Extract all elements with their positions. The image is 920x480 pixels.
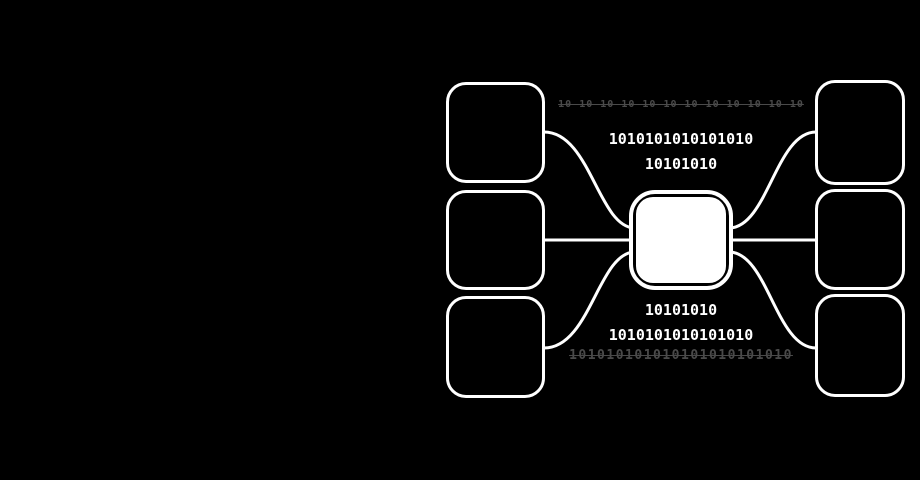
connector-right-bottom (728, 250, 818, 350)
hub-node (629, 190, 733, 290)
right-node-3 (815, 294, 905, 397)
connector-left-top (542, 130, 636, 230)
left-node-1 (446, 82, 545, 183)
binary-row-top-short: 10101010 (644, 155, 718, 173)
left-node-3 (446, 296, 545, 398)
hub-node-inner (636, 197, 726, 283)
binary-row-top-long: 1010101010101010 (608, 130, 754, 148)
binary-row-bottom-long: 1010101010101010 (608, 326, 754, 344)
right-node-2 (815, 189, 905, 290)
left-node-2 (446, 190, 545, 290)
binary-row-bottom-short: 10101010 (644, 301, 718, 319)
binary-row-top-faint: 10 10 10 10 10 10 10 10 10 10 10 10 (558, 99, 804, 110)
right-node-1 (815, 80, 905, 185)
connector-right-top (728, 130, 818, 230)
binary-row-bottom-faint: 101010101010101010101010 (569, 348, 793, 363)
connector-left-bottom (542, 250, 636, 350)
